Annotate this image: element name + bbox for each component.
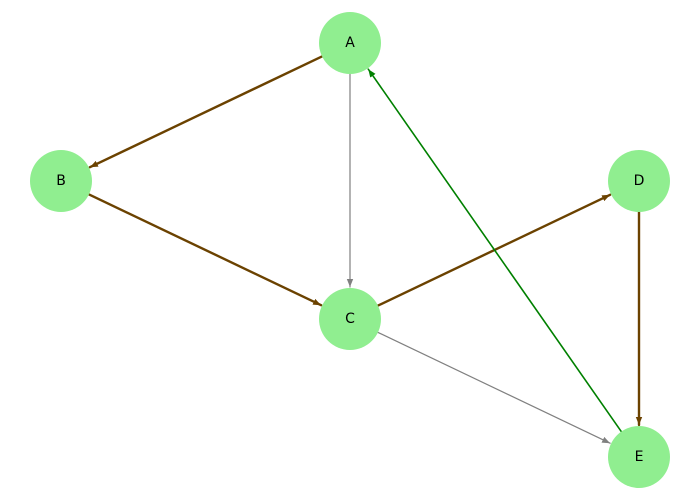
edge-b-to-c <box>87 193 323 307</box>
nodes-layer: A B C D E <box>30 12 670 488</box>
node-d[interactable]: D <box>608 150 670 212</box>
node-b[interactable]: B <box>30 150 92 212</box>
node-d-label: D <box>634 173 645 189</box>
node-e-label: E <box>635 449 644 465</box>
edges-layer <box>87 55 643 444</box>
node-a-circle <box>319 12 381 74</box>
node-a-label: A <box>345 35 355 51</box>
node-b-circle <box>30 150 92 212</box>
node-e[interactable]: E <box>608 426 670 488</box>
edge-e-to-a <box>367 68 623 433</box>
node-c-label: C <box>345 311 355 327</box>
node-d-circle <box>608 150 670 212</box>
node-a[interactable]: A <box>319 12 381 74</box>
edge-a-to-b <box>88 55 324 169</box>
node-c-circle <box>319 288 381 350</box>
node-e-circle <box>608 426 670 488</box>
node-c[interactable]: C <box>319 288 381 350</box>
edge-c-to-e <box>377 331 611 444</box>
node-b-label: B <box>56 173 66 189</box>
